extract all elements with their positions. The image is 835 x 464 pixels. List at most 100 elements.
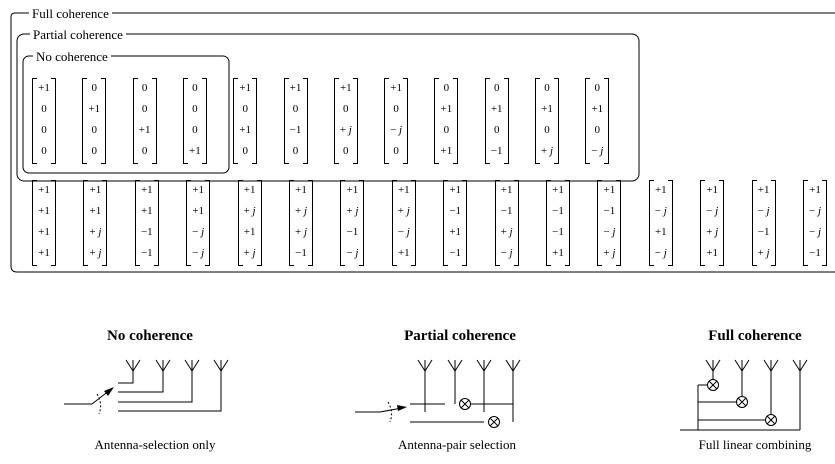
partial-coherence-frame [16, 33, 640, 182]
matrix-entry: − j [192, 226, 205, 238]
matrix-entry: 0 [343, 145, 349, 157]
multiplier-icon [765, 414, 777, 426]
matrix-entry: +1 [440, 145, 453, 157]
precoder-matrix: +1− j+ j+1 [700, 180, 725, 266]
right-bracket [252, 78, 258, 164]
matrix-entry: 0 [493, 124, 500, 136]
matrix-entry: −1 [603, 205, 616, 217]
matrix-entry: −1 [490, 145, 503, 157]
right-bracket [101, 78, 107, 164]
right-bracket [604, 78, 610, 164]
matrix-entry: +1 [654, 184, 667, 196]
right-bracket [462, 180, 468, 266]
left-bracket [494, 180, 500, 266]
left-bracket [233, 78, 239, 164]
precoder-matrix: +1−1+ j− j [494, 180, 519, 266]
matrix-entry: 0 [192, 124, 198, 136]
matrix-entry: 0 [544, 82, 550, 94]
right-bracket [102, 180, 108, 266]
multiplier-icon [488, 416, 500, 428]
arrowhead-icon [397, 405, 407, 411]
matrix-entry: − j [390, 124, 403, 136]
precoder-matrix: +1+1+ j+ j [83, 180, 108, 266]
matrix-entry: − j [192, 247, 205, 259]
arrowhead-icon [104, 387, 114, 396]
right-bracket [256, 180, 262, 266]
left-bracket [535, 78, 540, 164]
matrix-entry: 0 [192, 103, 198, 115]
matrix-entry: 0 [141, 145, 148, 157]
left-bracket [182, 78, 188, 164]
antenna-icon [476, 359, 492, 372]
precoder-matrix: +1+ j− j+1 [391, 180, 416, 266]
matrix-entry: + j [757, 247, 770, 259]
matrix-entry: +1 [192, 205, 205, 217]
matrix-entry: + j [540, 145, 554, 157]
right-bracket [403, 78, 409, 164]
right-bracket [205, 180, 211, 266]
matrix-entry: + j [89, 226, 102, 238]
right-bracket [153, 180, 159, 266]
matrix-entry: +1 [89, 205, 102, 217]
diagram-caption-no-coherence: Antenna-selection only [94, 437, 216, 452]
matrix-entry: +1 [140, 205, 153, 217]
matrix-entry: 0 [41, 124, 47, 136]
matrix-entry: +1 [809, 184, 821, 196]
matrix-entry: +1 [243, 184, 256, 196]
matrix-entry: +1 [552, 247, 564, 259]
matrix-entry: 0 [242, 145, 248, 157]
matrix-entry: +1 [239, 124, 252, 136]
no-coherence-frame [22, 55, 230, 174]
multiplier-icon [707, 379, 719, 391]
antenna-icon [734, 359, 750, 372]
matrix-entry: − j [808, 205, 822, 217]
right-bracket [616, 180, 622, 266]
matrix-entry: +1 [706, 247, 719, 259]
matrix-entry: − j [706, 205, 719, 217]
matrix-entry: −1 [809, 247, 821, 259]
matrix-entry: +1 [189, 145, 201, 157]
left-bracket [648, 180, 654, 266]
matrix-entry: 0 [594, 124, 601, 136]
right-bracket [770, 180, 776, 266]
matrix-entry: − j [591, 145, 604, 157]
diagram-heading-full-coherence: Full coherence [708, 328, 802, 344]
matrix-entry: − j [654, 205, 667, 217]
antenna-icon [213, 359, 229, 372]
matrix-entry: +1 [38, 82, 50, 94]
matrix-entry: 0 [91, 124, 98, 136]
right-bracket [51, 180, 56, 266]
multiplier-icon [459, 398, 471, 410]
antenna-icon [417, 359, 433, 372]
antenna-icon [155, 359, 171, 372]
right-bracket [719, 180, 725, 266]
matrix-entry: 0 [242, 103, 248, 115]
matrix-entry: + j [89, 247, 102, 259]
matrix-entry: +1 [706, 184, 719, 196]
matrix-entry: −1 [295, 247, 307, 259]
matrix-entry: −1 [140, 247, 153, 259]
matrix-entry: +1 [289, 82, 302, 94]
left-bracket [32, 78, 37, 164]
precoder-matrix: +1 + j + j −1 [289, 180, 313, 266]
right-bracket [308, 180, 313, 266]
left-bracket [83, 180, 89, 266]
left-bracket [700, 180, 706, 266]
no-coherence-label: No coherence [33, 49, 111, 64]
matrix-entry: +1 [140, 184, 153, 196]
right-bracket [352, 78, 358, 164]
left-bracket [132, 78, 138, 164]
full-coherence-label: Full coherence [29, 6, 112, 21]
matrix-entry: +1 [449, 184, 462, 196]
matrix-entry: +1 [339, 82, 352, 94]
precoder-matrix: +1− j−1+ j [751, 180, 776, 266]
multiplier-icon [736, 396, 748, 408]
matrix-entry: +1 [295, 184, 307, 196]
matrix-entry: + j [294, 205, 308, 217]
matrix-entry: + j [243, 247, 256, 259]
matrix-entry: + j [294, 226, 308, 238]
